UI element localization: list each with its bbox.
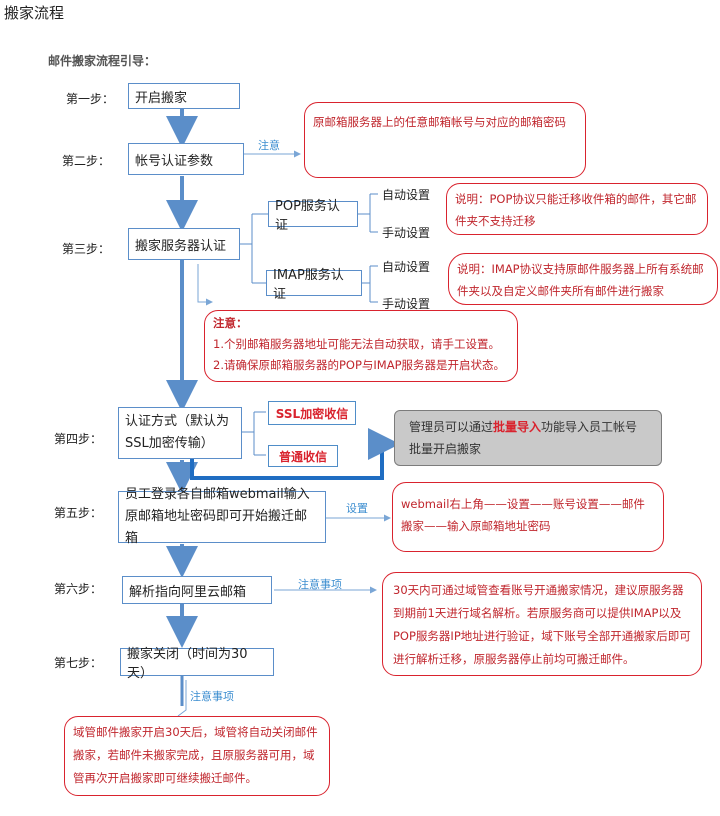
step-4-label: 第四步： <box>54 432 103 446</box>
ssl-receive-box: SSL加密收信 <box>268 401 356 425</box>
page-title: 搬家流程 <box>4 4 65 22</box>
step-2-callout: 原邮箱服务器上的任意邮箱帐号与对应的邮箱密码 <box>304 102 586 178</box>
step-2-label: 第二步： <box>62 154 111 168</box>
step-7-note: 注意事项 <box>190 690 234 703</box>
step-6-box: 解析指向阿里云邮箱 <box>122 576 272 604</box>
step-3-callout-line-1: 1.个别邮箱服务器地址可能无法自动获取，请手工设置。 <box>213 337 500 351</box>
batch-import-text-pre: 管理员可以通过 <box>409 420 494 434</box>
imap-manual-option: 手动设置 <box>382 297 431 311</box>
step-7-label: 第七步： <box>54 656 103 670</box>
imap-auth-box: IMAP服务认证 <box>266 268 362 302</box>
pop-auto-option: 自动设置 <box>382 188 431 202</box>
imap-auto-option: 自动设置 <box>382 260 431 274</box>
step-3-label: 第三步： <box>62 242 111 256</box>
step-1-box: 开启搬家 <box>128 83 240 109</box>
step-7-callout: 域管邮件搬家开启30天后，域管将自动关闭邮件搬家，若邮件未搬家完成，且原服务器可… <box>64 716 330 796</box>
flow-subtitle: 邮件搬家流程引导： <box>48 54 157 68</box>
pop-auth-box: POP服务认证 <box>268 199 358 233</box>
batch-import-highlight: 批量导入 <box>493 420 542 434</box>
pop-callout: 说明：POP协议只能迁移收件箱的邮件，其它邮件夹不支持迁移 <box>446 183 708 235</box>
step-3-callout-line-2: 2.请确保原邮箱服务器的POP与IMAP服务器是开启状态。 <box>213 358 506 372</box>
step-5-note: 设置 <box>346 502 368 515</box>
step-3-callout-title: 注意： <box>213 316 248 330</box>
batch-import-box: 管理员可以通过批量导入功能导入员工帐号批量开启搬家 <box>394 410 662 466</box>
batch-import-text-post: 功能导入员工帐号批量开启搬家 <box>409 420 638 456</box>
step-5-callout: webmail右上角——设置——账号设置——邮件搬家——输入原邮箱地址密码 <box>392 482 664 552</box>
plain-receive-box: 普通收信 <box>268 445 338 467</box>
step-6-callout: 30天内可通过域管查看账号开通搬家情况，建议原服务器到期前1天进行域名解析。若原… <box>382 572 702 676</box>
step-3-callout: 注意： 1.个别邮箱服务器地址可能无法自动获取，请手工设置。 2.请确保原邮箱服… <box>204 310 518 382</box>
step-2-note: 注意 <box>258 139 280 152</box>
step-3-box: 搬家服务器认证 <box>128 228 240 260</box>
step-4-box: 认证方式（默认为SSL加密传输） <box>118 407 242 459</box>
step-2-box: 帐号认证参数 <box>128 143 244 175</box>
step-6-label: 第六步： <box>54 582 103 596</box>
step-5-label: 第五步： <box>54 506 103 520</box>
step-1-label: 第一步： <box>66 92 115 106</box>
step-7-box: 搬家关闭（时间为30天） <box>120 647 274 681</box>
pop-manual-option: 手动设置 <box>382 226 431 240</box>
imap-callout: 说明：IMAP协议支持原邮件服务器上所有系统邮件夹以及自定义邮件夹所有邮件进行搬… <box>448 253 718 305</box>
step-6-note: 注意事项 <box>298 578 342 591</box>
step-5-box: 员工登录各自邮箱webmail输入原邮箱地址密码即可开始搬迁邮箱 <box>118 487 326 546</box>
